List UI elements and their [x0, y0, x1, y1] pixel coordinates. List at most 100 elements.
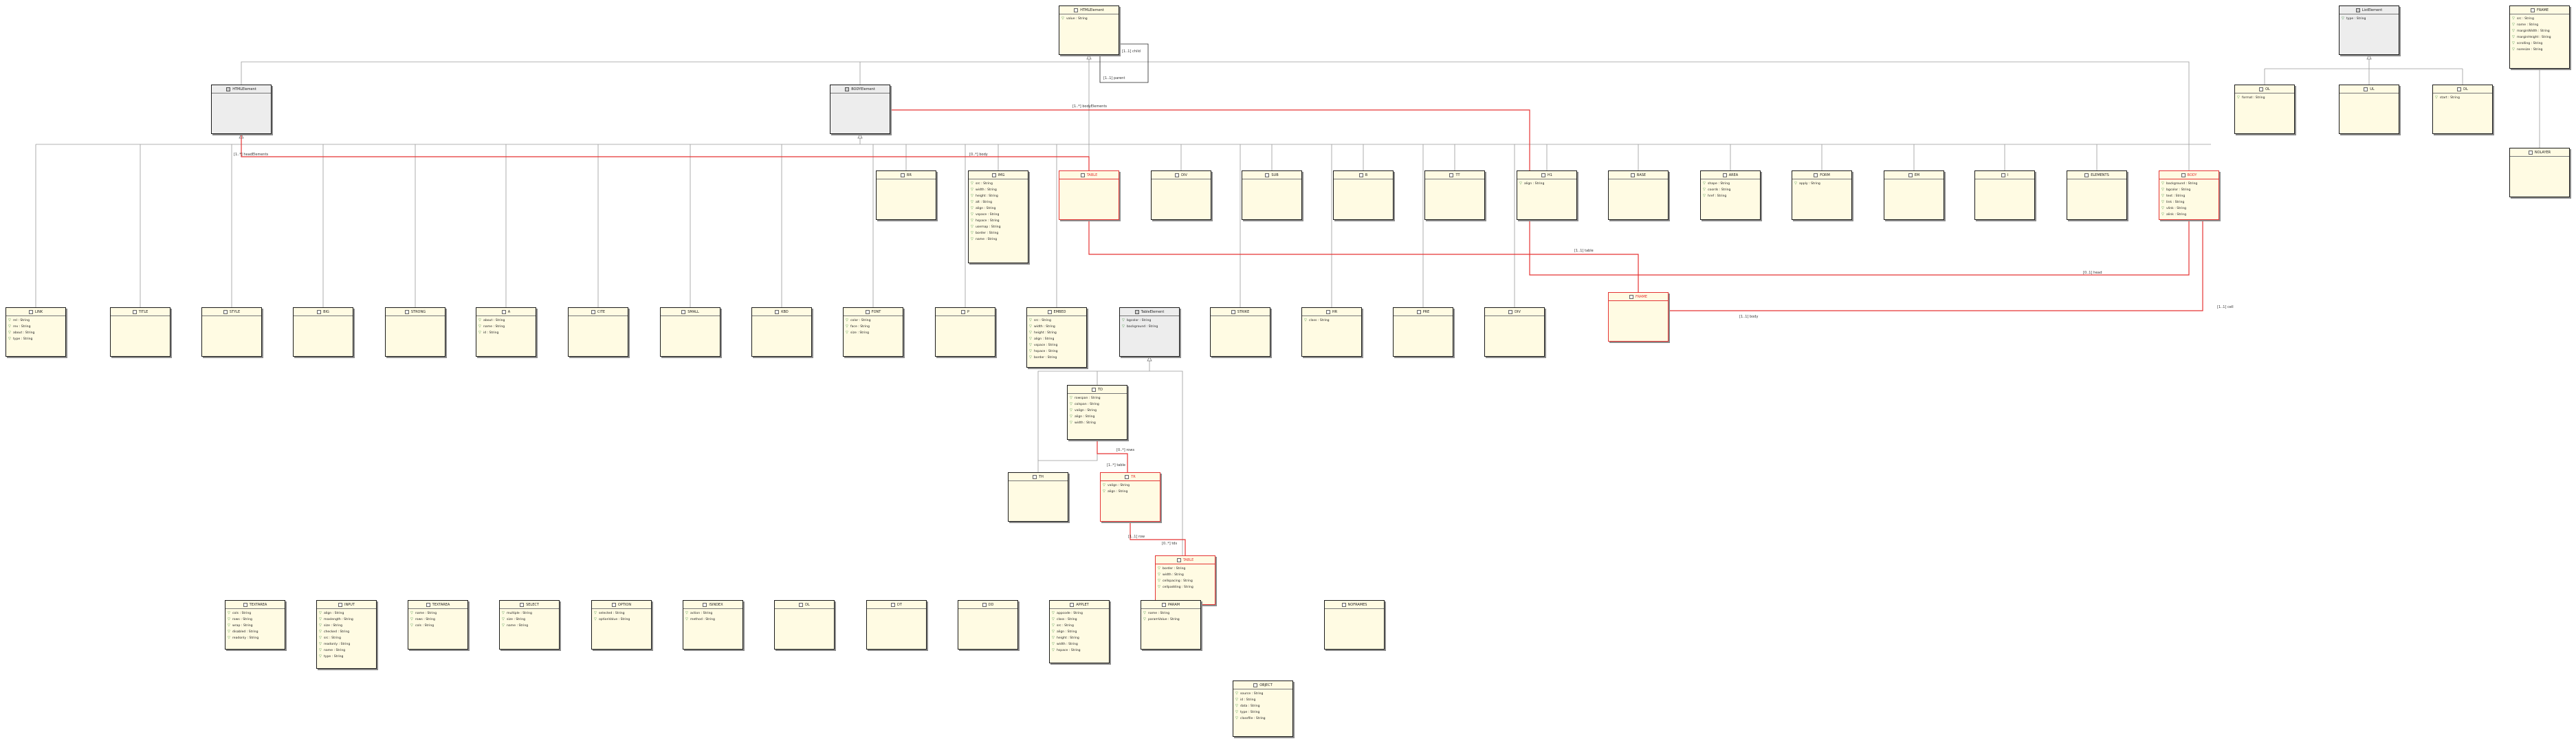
class-box[interactable]: EMBED▽src : String▽width : String▽height…	[1026, 307, 1087, 368]
attribute-list: ▽valign : String▽align : String	[1101, 481, 1160, 495]
class-box[interactable]: BIG	[293, 307, 353, 357]
class-box[interactable]: KBD	[751, 307, 812, 357]
class-box[interactable]: OL▽format : String	[2234, 85, 2295, 134]
class-header: TEXTAREA	[225, 601, 285, 609]
attribute-text: valign : String	[1108, 484, 1130, 487]
visibility-icon: ▽	[2161, 194, 2164, 198]
class-box[interactable]: NOLAYER	[2509, 148, 2570, 197]
class-box[interactable]: TABLE▽border : String▽width : String▽cel…	[1155, 555, 1215, 605]
class-box[interactable]: DL▽start : String	[2432, 85, 2493, 134]
class-box[interactable]: NOFRAMES	[1324, 600, 1385, 650]
class-box[interactable]: DIV	[1484, 307, 1545, 357]
attribute-text: src : String	[1034, 319, 1051, 322]
class-box[interactable]: PARAM▽name : String▽paramValue : String	[1141, 600, 1201, 650]
class-box[interactable]: TR▽valign : String▽align : String	[1100, 472, 1160, 522]
class-box[interactable]: B	[1333, 170, 1394, 220]
class-box[interactable]: DIV	[1151, 170, 1211, 220]
visibility-icon: ▽	[971, 237, 973, 241]
class-box[interactable]: APPLET▽appcode : String▽class : String▽s…	[1049, 600, 1110, 663]
class-box[interactable]: HTMLElement	[211, 85, 272, 134]
interface-icon	[226, 87, 231, 91]
class-header: TT	[1425, 171, 1484, 179]
class-box[interactable]: ELEMENTS	[2067, 170, 2127, 220]
class-box[interactable]: BR	[876, 170, 936, 220]
attribute: ▽width : String	[1029, 324, 1086, 330]
class-name: BASE	[1636, 173, 1647, 177]
attribute-text: size : String	[507, 618, 526, 621]
class-box[interactable]: TEXTAREA▽cols : String▽rows : String▽wra…	[225, 600, 285, 650]
class-name: DD	[988, 602, 994, 607]
class-box[interactable]: DL	[774, 600, 835, 650]
class-box[interactable]: HR▽class : String	[1301, 307, 1362, 357]
class-box[interactable]: TD▽rowspan : String▽colspan : String▽val…	[1067, 385, 1127, 440]
attribute: ▽name : String	[1143, 610, 1200, 617]
association-label: [1..1] row	[1128, 535, 1145, 539]
class-box[interactable]: FRAME	[1608, 292, 1669, 342]
attribute: ▽data : String	[1235, 703, 1292, 709]
class-box[interactable]: TEXTAREA▽name : String▽rows : String▽col…	[408, 600, 468, 650]
class-box[interactable]: TT	[1424, 170, 1485, 220]
attribute-text: id : String	[1240, 698, 1256, 702]
attribute-text: align : String	[976, 207, 996, 210]
class-header: DT	[867, 601, 926, 609]
attribute-text: cols : String	[232, 612, 252, 615]
attribute-list: ▽src : String▽width : String▽height : St…	[969, 179, 1028, 243]
attribute-list: ▽multiple : String▽size : String▽name : …	[500, 609, 559, 629]
class-box[interactable]: FONT▽color : String▽face : String▽size :…	[843, 307, 903, 357]
visibility-icon: ▽	[1158, 585, 1160, 589]
attribute: ▽src : String	[2512, 16, 2569, 22]
class-box[interactable]: DT	[866, 600, 927, 650]
class-box[interactable]: TITLE	[110, 307, 170, 357]
class-box[interactable]: IMG▽src : String▽width : String▽height :…	[968, 170, 1028, 263]
class-box[interactable]: HTMLElement▽value : String	[1059, 5, 1119, 55]
class-box[interactable]: UL	[2339, 85, 2399, 134]
class-box[interactable]: SUB	[1242, 170, 1302, 220]
visibility-icon: ▽	[1143, 617, 1146, 621]
class-box[interactable]: TH	[1008, 472, 1068, 522]
class-box[interactable]: STYLE	[201, 307, 262, 357]
class-box[interactable]: TABLE	[1059, 170, 1119, 220]
association-line	[1097, 440, 1128, 472]
visibility-icon: ▽	[319, 642, 322, 646]
class-box[interactable]: EM	[1884, 170, 1944, 220]
class-box[interactable]: FORM▽apply : String	[1792, 170, 1852, 220]
class-box[interactable]: STRONG	[385, 307, 445, 357]
class-box[interactable]: H1▽align : String	[1517, 170, 1577, 220]
attribute-list	[111, 316, 170, 318]
class-box[interactable]: SELECT▽multiple : String▽size : String▽n…	[499, 600, 560, 650]
class-box[interactable]: FRAME▽src : String▽name : String▽marginW…	[2509, 5, 2570, 69]
class-box[interactable]: PRE	[1393, 307, 1453, 357]
class-name: STRONG	[410, 309, 426, 314]
interface-icon	[1134, 309, 1139, 314]
class-box[interactable]: I	[1974, 170, 2035, 220]
attribute-text: value : String	[1066, 17, 1088, 21]
class-box[interactable]: BASE	[1608, 170, 1669, 220]
association-line	[1088, 220, 1639, 292]
class-box[interactable]: BODY▽background : String▽bgcolor : Strin…	[2159, 170, 2219, 220]
association-label: [1..1] parent	[1103, 76, 1125, 80]
class-box[interactable]: OPTION▽selected : String▽optionValue : S…	[591, 600, 652, 650]
attribute-text: source : String	[1240, 692, 1264, 696]
attribute: ▽valign : String	[1070, 408, 1127, 414]
class-box[interactable]: OBJECT▽source : String▽id : String▽data …	[1233, 681, 1293, 737]
class-box[interactable]: ListElement▽type : String	[2339, 5, 2399, 55]
class-box[interactable]: ISINDEX▽action : String▽method : String	[683, 600, 743, 650]
attribute-text: format : String	[2242, 96, 2265, 100]
class-box[interactable]: SMALL	[660, 307, 720, 357]
attribute-text: multiple : String	[507, 612, 532, 615]
class-box[interactable]: LINK▽rel : String▽rev : String▽about : S…	[5, 307, 66, 357]
visibility-icon: ▽	[2161, 206, 2164, 210]
class-icon	[1125, 474, 1130, 479]
class-box[interactable]: DD	[958, 600, 1018, 650]
class-box[interactable]: INPUT▽align : String▽maxlength : String▽…	[316, 600, 377, 669]
class-box[interactable]: P	[935, 307, 995, 357]
class-name: EMBED	[1053, 309, 1066, 314]
class-name: SUB	[1271, 173, 1279, 177]
attribute: ▽background : String	[2161, 181, 2219, 187]
class-box[interactable]: CITE	[568, 307, 628, 357]
class-box[interactable]: STRIKE	[1210, 307, 1270, 357]
class-box[interactable]: AREA▽shape : String▽coords : String▽href…	[1700, 170, 1761, 220]
class-box[interactable]: TableElement▽bgcolor : String▽background…	[1119, 307, 1180, 357]
class-box[interactable]: A▽about : String▽name : String▽id : Stri…	[476, 307, 536, 357]
class-box[interactable]: BODYElement	[830, 85, 890, 134]
